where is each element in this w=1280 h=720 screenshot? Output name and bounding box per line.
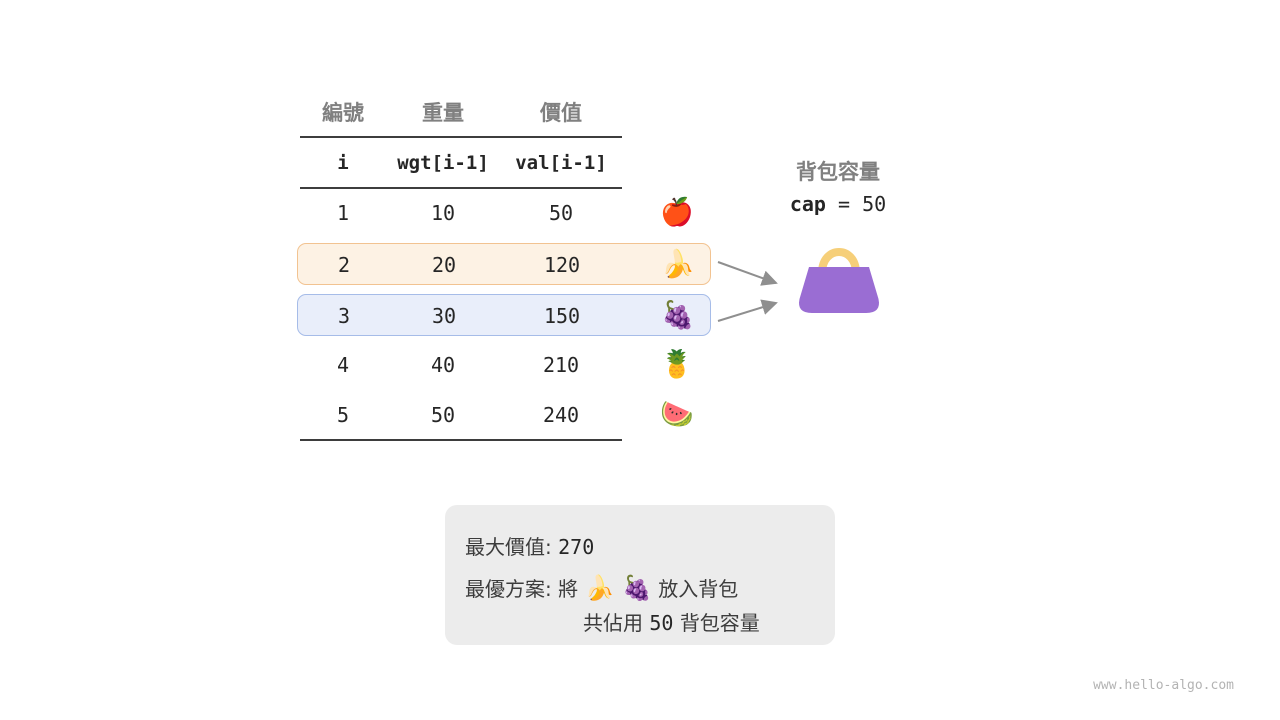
row-id: 4: [336, 353, 350, 377]
watermelon-icon: 🍉: [660, 399, 694, 430]
knapsack-cap-value: cap = 50: [790, 192, 886, 216]
best-plan-label: 最優方案:: [465, 577, 552, 601]
pineapple-icon: 🍍: [660, 349, 694, 380]
cap-keyword: cap: [789, 192, 826, 216]
table-header-row: 編號 重量 價值: [297, 92, 711, 134]
table-row-2-selected: 2 20 120 🍌: [297, 243, 711, 285]
row-id: 2: [337, 253, 351, 277]
apple-icon: 🍎: [660, 197, 694, 228]
row-weight: 40: [430, 353, 456, 377]
max-value-number: 270: [558, 535, 595, 559]
row-id: 3: [337, 304, 351, 328]
usage-number: 50: [649, 611, 674, 635]
max-value-line: 最大價值: 270: [465, 531, 594, 560]
banana-icon: 🍌: [661, 249, 695, 280]
row-weight: 20: [431, 253, 457, 277]
row-value: 50: [548, 201, 574, 225]
table-row-3-selected: 3 30 150 🍇: [297, 294, 711, 336]
row-value: 120: [543, 253, 581, 277]
table-subheader-row: i wgt[i-1] val[i-1]: [297, 142, 711, 184]
result-panel: 最大價值: 270 最優方案: 將 🍌 🍇 放入背包 共佔用 50 背包容量: [445, 505, 835, 645]
site-watermark: www.hello-algo.com: [1093, 678, 1234, 693]
row-weight: 30: [431, 304, 457, 328]
arrow-grapes-to-bag: [717, 299, 778, 322]
row-id: 1: [336, 201, 350, 225]
row-weight: 50: [430, 403, 456, 427]
usage-line: 共佔用 50 背包容量: [583, 607, 760, 636]
cap-rest: = 50: [825, 192, 887, 216]
table-row-4: 4 40 210 🍍: [297, 344, 711, 386]
arrow-banana-to-bag: [717, 261, 778, 286]
row-weight: 10: [430, 201, 456, 225]
max-value-label: 最大價值:: [465, 535, 552, 559]
table-row-1: 1 10 50 🍎: [297, 192, 711, 234]
grapes-icon: 🍇: [661, 300, 695, 331]
table-rule-mid: [300, 187, 622, 189]
row-value: 150: [543, 304, 581, 328]
usage-post: 背包容量: [679, 611, 760, 635]
selected-fruits-icons: 🍌 🍇: [584, 574, 652, 602]
best-plan-line: 最優方案: 將 🍌 🍇 放入背包: [465, 573, 738, 602]
row-value: 240: [542, 403, 580, 427]
subheader-wgt: wgt[i-1]: [397, 152, 489, 174]
row-id: 5: [336, 403, 350, 427]
subheader-i: i: [337, 152, 349, 174]
usage-pre: 共佔用: [583, 611, 643, 635]
table-rule-bottom: [300, 439, 622, 441]
handbag-icon: [799, 248, 879, 313]
table-rule-top: [300, 136, 622, 138]
header-id: 編號: [322, 101, 364, 125]
knapsack-capacity-label: 背包容量: [796, 160, 880, 184]
header-value: 價值: [540, 101, 582, 125]
table-row-5: 5 50 240 🍉: [297, 394, 711, 436]
row-value: 210: [542, 353, 580, 377]
best-plan-post: 放入背包: [658, 577, 739, 601]
subheader-val: val[i-1]: [515, 152, 607, 174]
best-plan-pre: 將: [558, 577, 579, 601]
header-weight: 重量: [422, 101, 464, 125]
